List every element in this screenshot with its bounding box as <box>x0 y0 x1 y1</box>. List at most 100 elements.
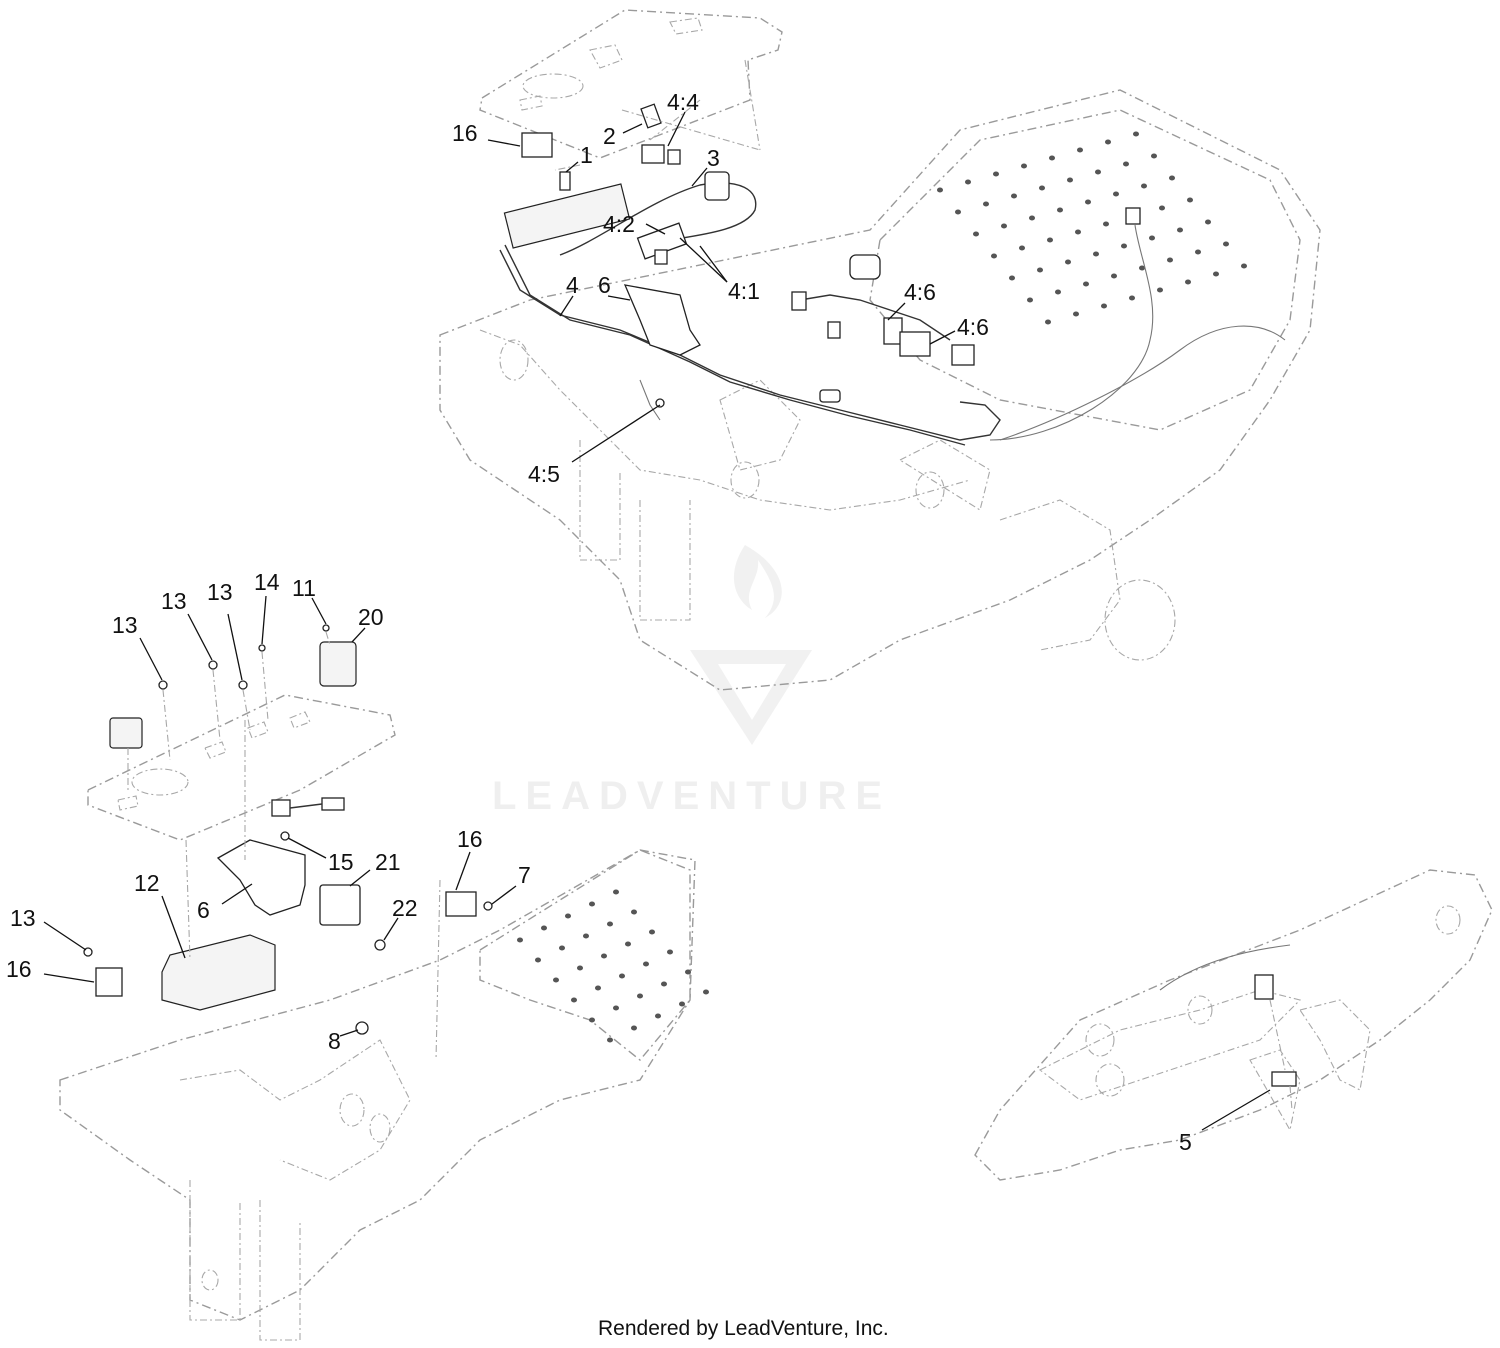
frame-legs-3 <box>1249 999 1371 1132</box>
floor-hole <box>1121 243 1127 249</box>
assembly-guide-lines <box>554 59 761 171</box>
relay-block <box>503 183 631 249</box>
floor-hole <box>637 993 643 999</box>
floor-hole <box>595 985 601 991</box>
key-switch-part <box>641 144 665 164</box>
floor-hole <box>1169 175 1175 181</box>
callout-13d: 13 <box>10 905 36 931</box>
floor-hole <box>1073 311 1079 317</box>
console-cutouts <box>519 17 703 111</box>
top-assembly: 16 2 4:4 1 3 4:2 4:1 4 6 4:6 4:6 4:5 <box>439 9 1321 691</box>
callout-16b: 16 <box>6 956 32 982</box>
screw-13a <box>158 680 168 690</box>
frame-rail-3 <box>1038 989 1302 1101</box>
floor-hole <box>937 187 943 193</box>
floor-hole <box>607 921 613 927</box>
floor-hole <box>1067 177 1073 183</box>
harness-3 <box>1159 944 1291 991</box>
pivot-hole <box>730 461 760 499</box>
floor-hole <box>1113 191 1119 197</box>
floor-hole <box>1055 289 1061 295</box>
sensor-bracket <box>1254 974 1274 1000</box>
floor-hole <box>1167 257 1173 263</box>
harness-seat-switch-lead <box>989 224 1154 441</box>
floor-hole-grid-2 <box>517 889 709 1043</box>
console-hole <box>522 73 584 99</box>
tube-end-c <box>1187 995 1213 1025</box>
floor-hole <box>685 969 691 975</box>
floor-hole <box>661 981 667 987</box>
leader-44 <box>667 111 686 147</box>
leader-12 <box>161 895 186 959</box>
floor-hole <box>535 957 541 963</box>
floor-hole <box>1057 207 1063 213</box>
floor-hole <box>517 937 523 943</box>
leader-16b <box>43 973 95 983</box>
seat-switch-connector <box>849 254 881 280</box>
diode-module-part <box>951 344 975 366</box>
floor-hole <box>1083 281 1089 287</box>
callout-22: 22 <box>392 895 418 921</box>
connector-b <box>827 321 841 339</box>
leader-13c <box>227 613 243 681</box>
floor-hole <box>571 997 577 1003</box>
connector-46a-part <box>883 317 903 345</box>
harness-main-run <box>499 249 1001 441</box>
connector-42-part <box>654 249 668 265</box>
floor-hole <box>991 253 997 259</box>
callout-1: 1 <box>580 142 593 168</box>
footer-credit: Rendered by LeadVenture, Inc. <box>598 1317 889 1340</box>
floor-hole <box>1213 271 1219 277</box>
floor-hole <box>1187 197 1193 203</box>
floor-hole <box>631 909 637 915</box>
nut-8 <box>355 1021 369 1035</box>
callout-4: 4 <box>566 272 579 298</box>
seat-switch-part <box>1125 207 1141 225</box>
leader-11 <box>311 597 327 625</box>
floor-hole <box>1047 237 1053 243</box>
harness-main-run-2 <box>504 244 966 446</box>
floor-hole <box>601 953 607 959</box>
floor-hole <box>1149 235 1155 241</box>
floor-hole <box>1105 139 1111 145</box>
frame-rail <box>479 329 971 511</box>
switch-wire <box>289 803 323 809</box>
floor-hole <box>1037 267 1043 273</box>
leader-5 <box>1201 1089 1271 1131</box>
relay-16-part <box>521 132 553 158</box>
caster-mount <box>1104 579 1176 661</box>
floor-hole <box>1011 193 1017 199</box>
floor-hole <box>1223 241 1229 247</box>
callout-11: 11 <box>292 575 316 601</box>
leader-21 <box>349 869 371 887</box>
tube-end-a <box>1085 1023 1115 1057</box>
key-switch-2 <box>271 799 291 817</box>
hour-meter-20-part <box>319 641 357 687</box>
callout-4-6a: 4:6 <box>904 279 936 305</box>
floor-hole <box>973 231 979 237</box>
floor-hole <box>541 925 547 931</box>
right-assembly: 5 <box>974 869 1493 1181</box>
leader-1 <box>565 161 579 173</box>
leader-20 <box>351 627 366 643</box>
frame-gussets-2 <box>179 1039 411 1181</box>
frame-outline-3 <box>974 869 1493 1181</box>
floor-hole <box>607 1037 613 1043</box>
floor-hole <box>631 1025 637 1031</box>
callout-4-2: 4:2 <box>603 211 635 237</box>
inline-fuse <box>819 389 841 403</box>
pivot-hole-4 <box>369 1113 391 1143</box>
floor-hole <box>619 973 625 979</box>
callout-6-left: 6 <box>197 897 210 923</box>
callout-16a: 16 <box>457 826 483 852</box>
assembly-guide-lines-2 <box>127 631 441 1061</box>
floor-hole <box>613 889 619 895</box>
callout-7: 7 <box>518 862 531 888</box>
left-assembly: 13 13 13 14 11 20 15 12 21 6 22 16 7 13 … <box>6 569 709 1341</box>
v-logo-icon <box>690 650 812 745</box>
switch-part <box>109 717 143 749</box>
floor-hole <box>1039 185 1045 191</box>
floor-hole <box>1077 147 1083 153</box>
harness-right-branch <box>799 294 951 341</box>
callout-20: 20 <box>358 604 384 630</box>
